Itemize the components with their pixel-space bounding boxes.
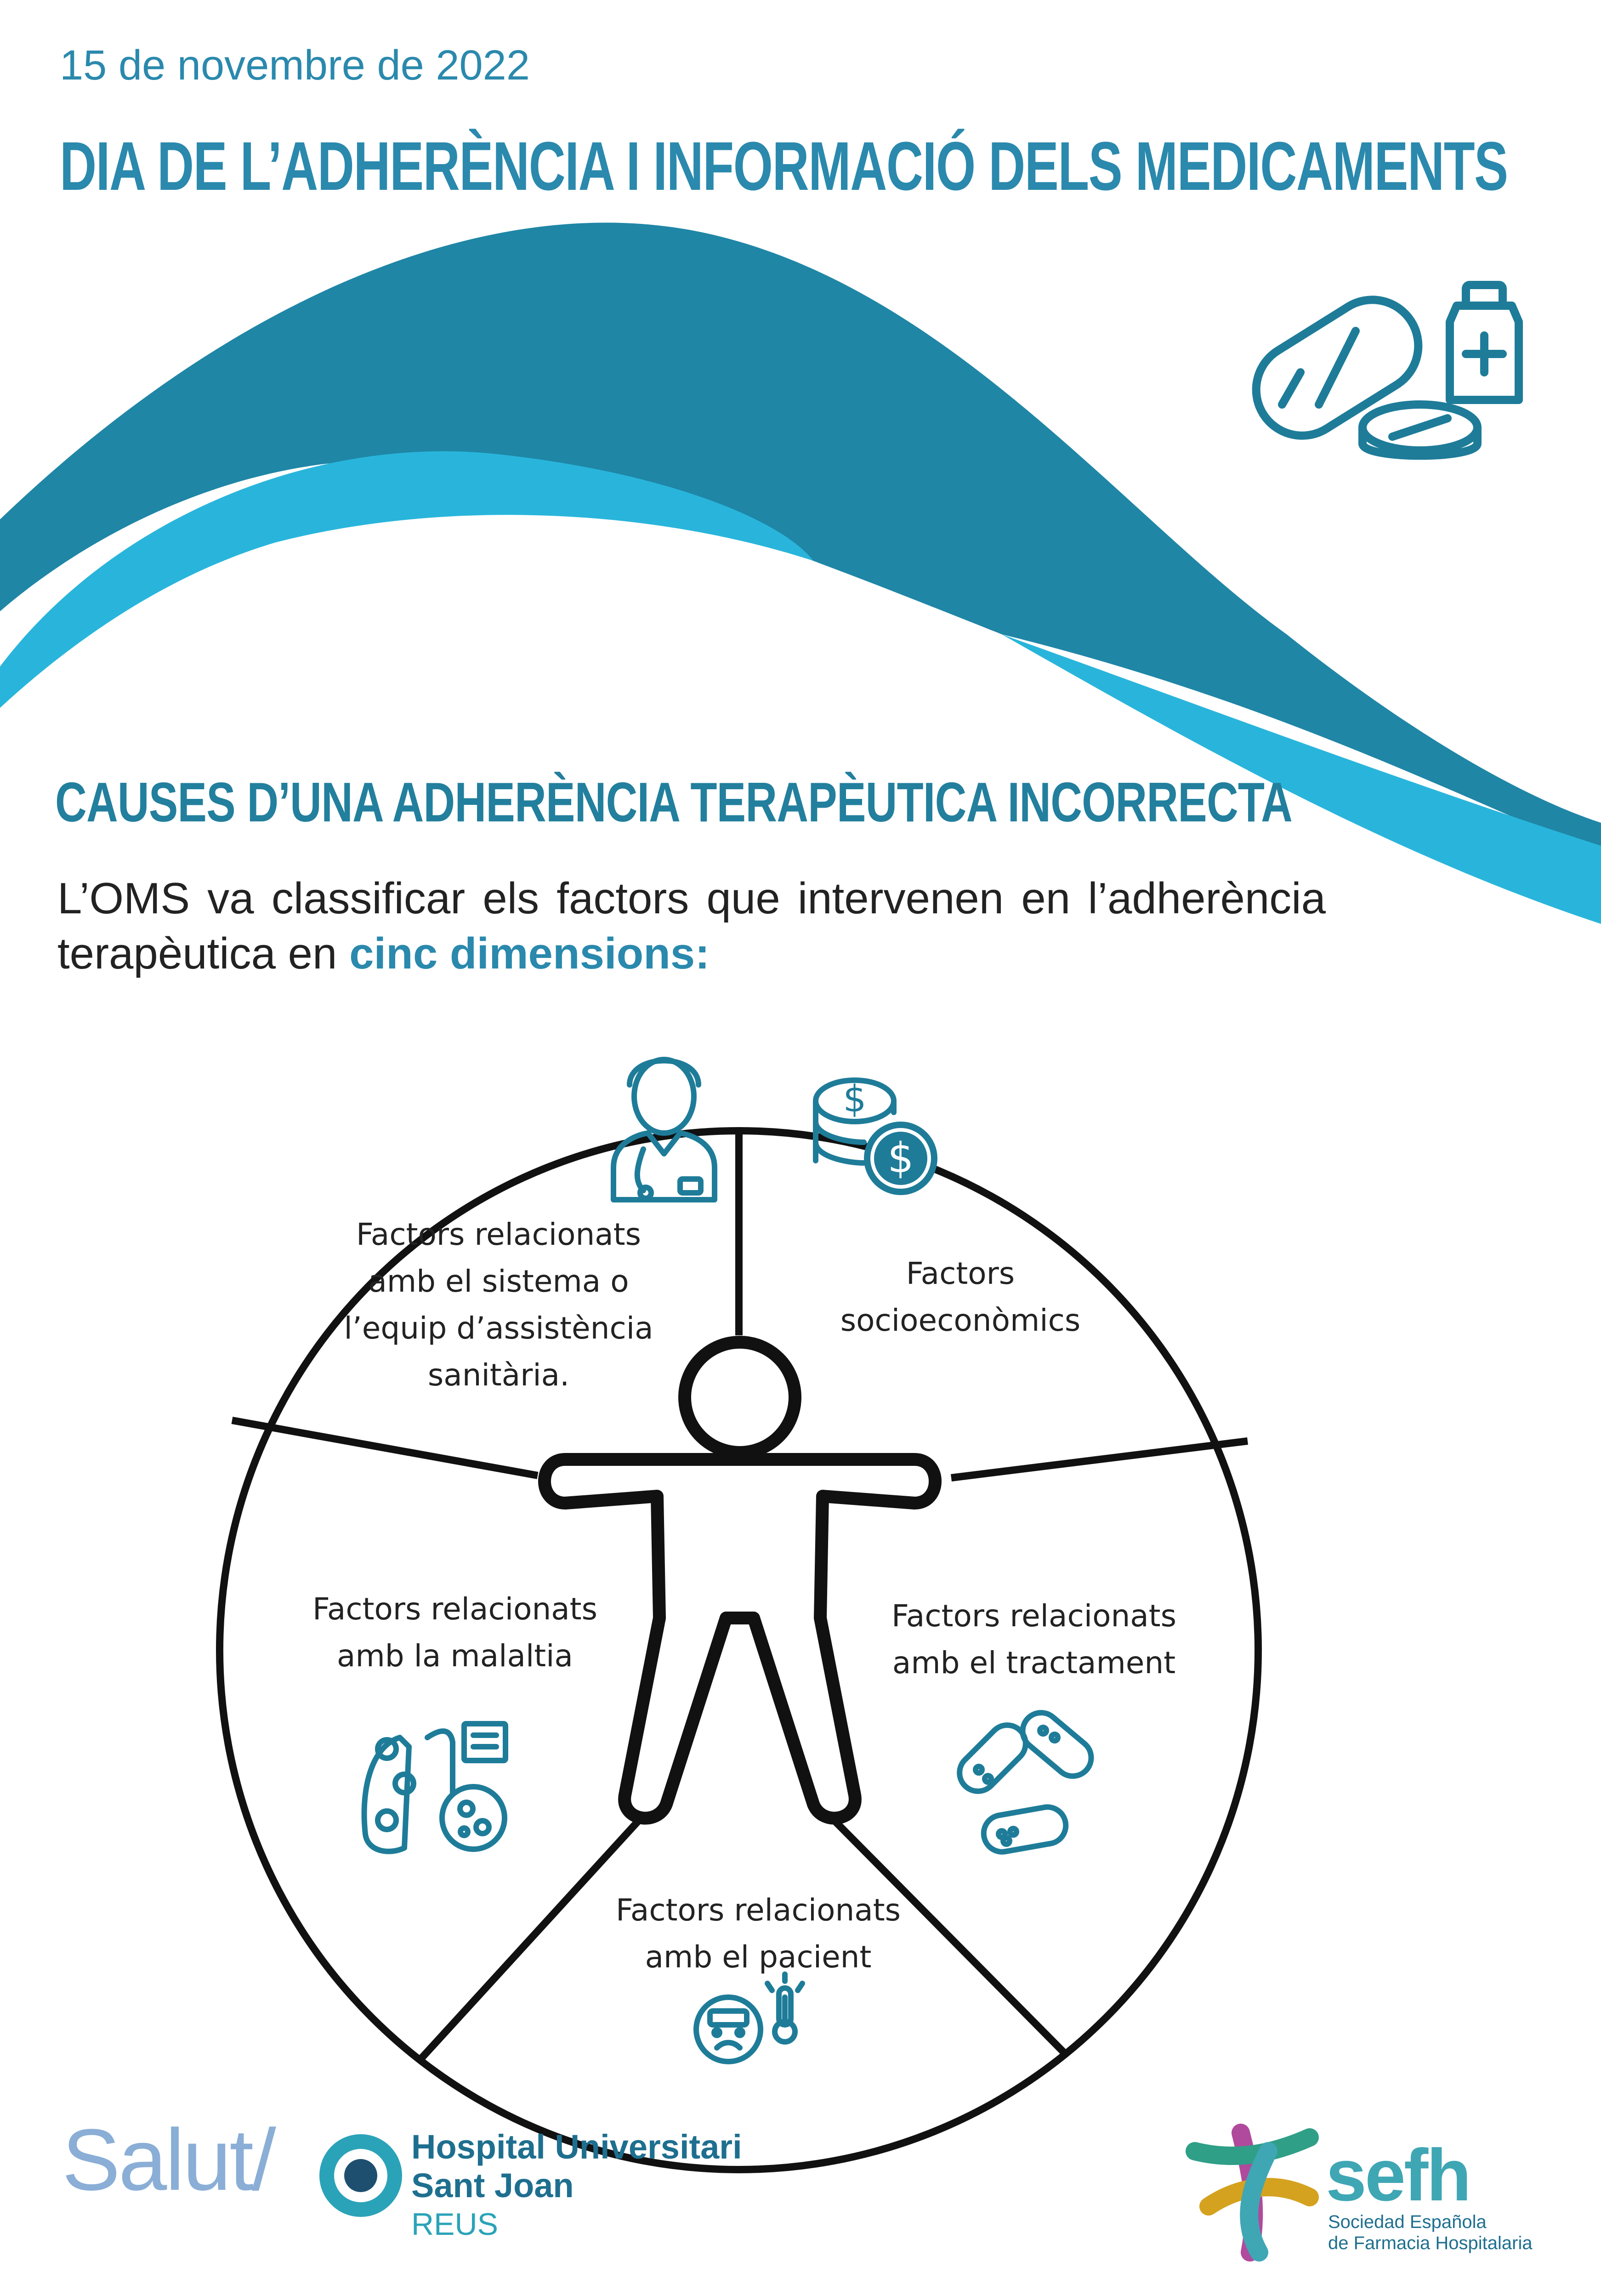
svg-text:$: $ bbox=[887, 1134, 914, 1182]
segment-line: amb la malaltia bbox=[337, 1638, 573, 1674]
salut-logo: Salut/ bbox=[62, 2111, 276, 2209]
pills-icon bbox=[957, 1710, 1094, 1855]
wheel-divider-right bbox=[951, 1437, 1248, 1481]
segment-label-patient: Factors relacionats amb el pacient bbox=[616, 1887, 901, 1981]
segment-label-treatment: Factors relacionats amb el tractament bbox=[891, 1593, 1176, 1686]
sefh-logo-text: sefh bbox=[1326, 2134, 1471, 2216]
hospital-city: REUS bbox=[411, 2207, 498, 2242]
segment-line: Factors relacionats bbox=[312, 1591, 598, 1627]
segment-line: Factors relacionats bbox=[356, 1217, 641, 1252]
page-title: DIA DE L’ADHERÈNCIA I INFORMACIÓ DELS ME… bbox=[60, 127, 1508, 205]
intro-text: L’OMS va classificar els factors que int… bbox=[57, 874, 1326, 978]
hospital-name-line2: Sant Joan bbox=[411, 2166, 574, 2205]
intro-highlight: cinc dimensions: bbox=[349, 929, 710, 978]
segment-line: Factors relacionats bbox=[891, 1598, 1177, 1634]
hospital-name-line1: Hospital Universitari bbox=[411, 2128, 742, 2166]
segment-line: amb el sistema o bbox=[368, 1264, 629, 1299]
segment-line: amb el pacient bbox=[645, 1939, 872, 1975]
wheel-divider-bottom-right bbox=[829, 1815, 1069, 2057]
event-date: 15 de novembre de 2022 bbox=[60, 42, 530, 89]
segment-label-health-system: Factors relacionats amb el sistema o l’e… bbox=[344, 1211, 653, 1399]
sefh-logo-icon bbox=[1186, 2124, 1319, 2262]
segment-line: amb el tractament bbox=[892, 1645, 1176, 1681]
wheel-divider-bottom-left bbox=[418, 1815, 644, 2062]
doctor-icon bbox=[611, 1057, 717, 1202]
wave-dark bbox=[0, 222, 1601, 855]
pills-header-icon bbox=[1252, 281, 1523, 460]
segment-line: l’equip d’assistència bbox=[344, 1310, 653, 1346]
sefh-subtitle-line2: de Farmacia Hospitalaria bbox=[1328, 2233, 1533, 2253]
segment-label-disease: Factors relacionats amb la malaltia bbox=[312, 1586, 597, 1680]
wave-light-right bbox=[1002, 634, 1601, 924]
disease-icon bbox=[361, 1721, 508, 1854]
segment-line: sanitària. bbox=[427, 1357, 570, 1393]
wave-light bbox=[0, 451, 813, 708]
intro-paragraph: L’OMS va classificar els factors que int… bbox=[57, 871, 1326, 981]
human-figure bbox=[538, 1453, 942, 1825]
wheel-divider-left bbox=[231, 1417, 539, 1479]
segment-line: Factors bbox=[906, 1256, 1015, 1291]
svg-text:$: $ bbox=[843, 1077, 867, 1120]
section-title: CAUSES D’UNA ADHERÈNCIA TERAPÈUTICA INCO… bbox=[55, 771, 1293, 833]
human-head bbox=[678, 1336, 801, 1459]
segment-label-socioeconomic: Factors socioeconòmics bbox=[840, 1250, 1081, 1344]
segment-line: socioeconòmics bbox=[840, 1303, 1081, 1338]
segment-line: Factors relacionats bbox=[615, 1892, 901, 1928]
sefh-subtitle-line1: Sociedad Española bbox=[1328, 2212, 1487, 2232]
coins-dollar-icon: $ $ bbox=[813, 1077, 937, 1195]
hospital-logo-icon bbox=[319, 2134, 402, 2217]
sick-patient-icon bbox=[693, 1971, 805, 2064]
